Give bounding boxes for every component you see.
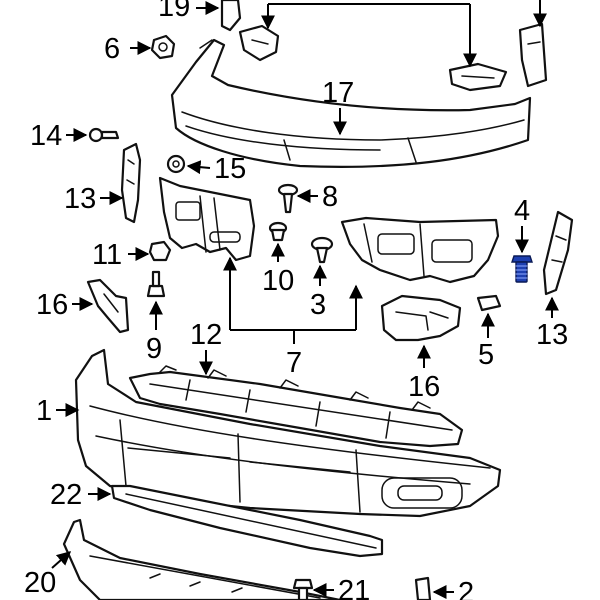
callout-8: 8 <box>322 181 338 213</box>
bolt-9-part <box>146 270 166 298</box>
impact-absorber-12-part <box>128 365 464 448</box>
callout-15: 15 <box>214 153 246 185</box>
callout-14: 14 <box>30 120 62 152</box>
callout-7: 7 <box>286 347 302 379</box>
valance-bracket-left-part <box>238 24 280 62</box>
bracket-16-right-part <box>380 294 462 342</box>
nut-15-part <box>166 154 186 174</box>
valance-bracket-right-part <box>448 62 508 92</box>
bumper-bracket-left-part <box>158 176 256 262</box>
callout-13-left: 13 <box>64 183 96 215</box>
callout-4: 4 <box>514 195 530 227</box>
clip-10-part <box>268 221 288 242</box>
push-pin-14-part <box>88 127 120 143</box>
callout-19: 19 <box>158 0 190 23</box>
callout-17: 17 <box>322 77 354 109</box>
callout-22: 22 <box>50 479 82 511</box>
upper-valance-part <box>170 38 532 168</box>
side-bracket-13-left-part <box>120 142 142 224</box>
nut-11-part <box>148 240 172 262</box>
lower-grille-22-part <box>110 484 384 558</box>
side-bracket-13-right-part <box>542 210 574 296</box>
nut-6-part <box>150 34 176 60</box>
bracket-19-part <box>220 0 242 32</box>
bracket-2-part <box>414 576 432 600</box>
callout-11: 11 <box>92 239 122 271</box>
bumper-fascia-1-part <box>74 348 502 518</box>
callout-13-right: 13 <box>536 319 568 351</box>
bolt-8-part <box>277 183 299 214</box>
callout-10: 10 <box>262 265 294 297</box>
bolt-4-highlighted-part <box>511 255 533 283</box>
bumper-bracket-right-part <box>340 216 500 284</box>
lower-air-dam-20-part <box>62 518 342 600</box>
leader-lines <box>51 0 559 599</box>
callout-20: 20 <box>24 567 56 599</box>
clip-5-part <box>476 294 502 312</box>
callout-1: 1 <box>36 395 52 427</box>
callout-21: 21 <box>338 575 370 600</box>
callout-labels: 19 6 17 14 15 13 8 4 11 10 3 16 9 12 7 1… <box>24 0 568 600</box>
callout-6: 6 <box>104 33 120 65</box>
bolt-21-part <box>292 578 314 600</box>
callout-5: 5 <box>478 339 494 371</box>
callout-9: 9 <box>146 333 162 365</box>
callout-3: 3 <box>310 289 326 321</box>
callout-16-left: 16 <box>36 289 68 321</box>
callout-16-right: 16 <box>408 371 440 403</box>
bracket-16-left-part <box>86 278 130 334</box>
right-filler-bracket-part <box>518 22 548 88</box>
bolt-3-part <box>310 236 334 264</box>
callout-12: 12 <box>190 319 222 351</box>
callout-2: 2 <box>458 577 474 600</box>
